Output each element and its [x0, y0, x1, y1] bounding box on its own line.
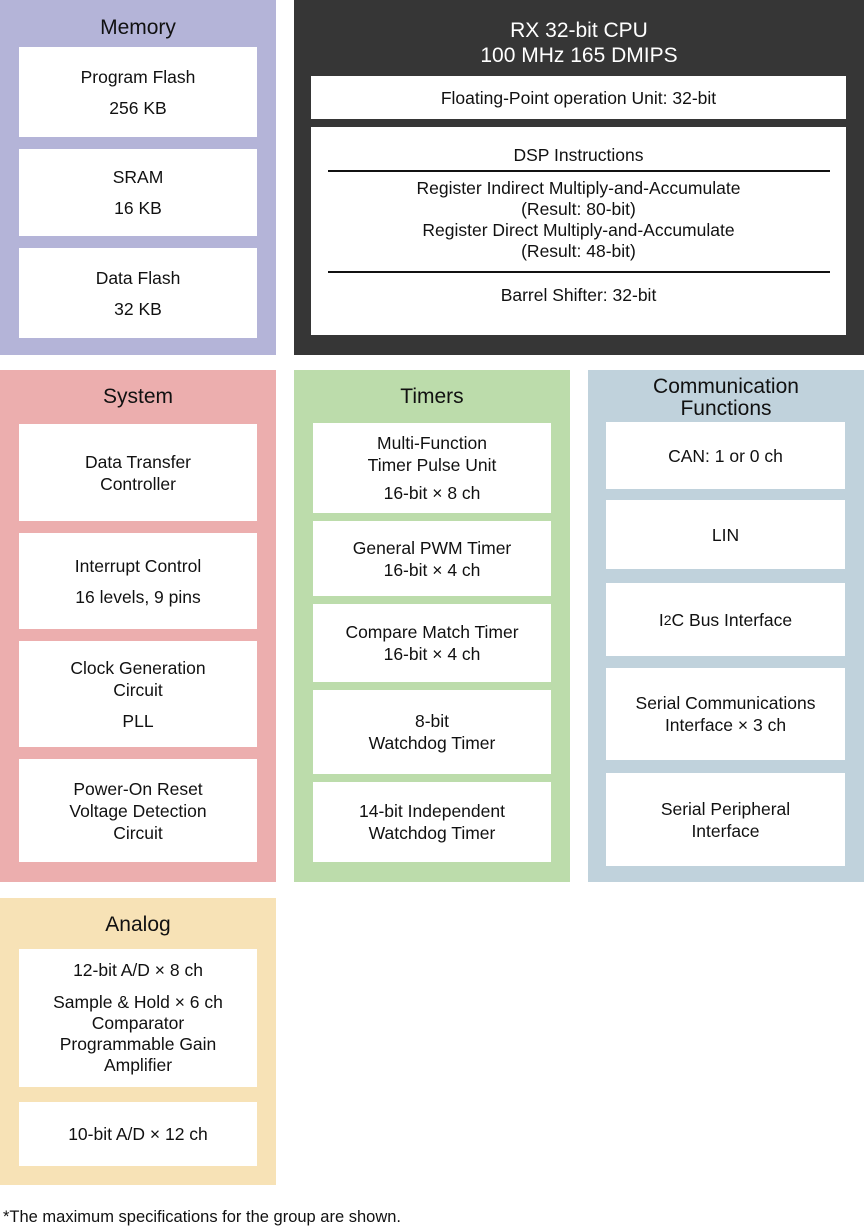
label: LIN [711, 524, 740, 545]
data-flash-block: Data Flash 32 KB [19, 248, 257, 338]
label: CAN: 1 or 0 ch [668, 445, 783, 466]
label: 12-bit A/D × 8 ch [73, 960, 203, 980]
program-flash-block: Program Flash 256 KB [19, 47, 257, 137]
system-title: System [102, 385, 173, 408]
label: Compare Match Timer [345, 622, 519, 642]
label: I [658, 609, 664, 630]
footnote: *The maximum specifications for the grou… [3, 1208, 402, 1226]
lin-block: LIN [606, 500, 845, 569]
label: Clock Generation [70, 657, 206, 678]
label: Timer Pulse Unit [367, 455, 497, 475]
label: Data Flash [95, 267, 181, 288]
timers-title: Timers [400, 385, 464, 408]
label: Data Transfer [84, 451, 192, 472]
label: Comparator [91, 1013, 185, 1033]
comm-group: Communication Functions CAN: 1 or 0 ch L… [588, 370, 864, 882]
value: 16 levels, 9 pins [75, 586, 201, 607]
value: 16-bit × 4 ch [383, 644, 481, 664]
label: Circuit [113, 679, 163, 700]
label: Interface × 3 ch [664, 715, 787, 735]
dsp-block: DSP Instructions Register Indirect Multi… [311, 127, 846, 335]
label: Amplifier [103, 1055, 173, 1075]
dsp-line: (Result: 80-bit) [521, 199, 636, 219]
dsp-footer: Barrel Shifter: 32-bit [500, 285, 657, 305]
label: C Bus Interface [671, 609, 793, 630]
label: SRAM [112, 167, 164, 187]
label: Interrupt Control [74, 555, 202, 576]
label: Watchdog Timer [368, 733, 496, 753]
label: General PWM Timer [352, 537, 512, 558]
dsp-line: (Result: 48-bit) [521, 241, 636, 261]
value: 16 KB [114, 198, 162, 218]
label: Watchdog Timer [368, 823, 496, 843]
memory-group: Memory Program Flash 256 KB SRAM 16 KB Dat… [0, 0, 276, 355]
value: 16-bit × 4 ch [383, 559, 481, 580]
dsp-line: Register Indirect Multiply-and-Accumulat… [416, 178, 741, 198]
comm-title-1: Communication [653, 375, 799, 398]
label: Program Flash [80, 66, 196, 87]
divider [328, 170, 830, 172]
label: Serial Communications [635, 693, 816, 713]
label: Controller [100, 473, 176, 494]
label: Voltage Detection [69, 800, 207, 821]
memory-title: Memory [100, 16, 176, 39]
label: Sample & Hold × 6 ch [53, 992, 223, 1012]
label: Serial Peripheral [660, 798, 791, 819]
divider [328, 271, 830, 273]
label: Multi-Function [377, 433, 487, 453]
cpu-title-2: 100 MHz 165 DMIPS [480, 44, 678, 67]
label: 14-bit Independent [359, 801, 505, 821]
adc10-block: 10-bit A/D × 12 ch [19, 1102, 257, 1166]
value: PLL [122, 710, 154, 731]
dsp-line: Register Direct Multiply-and-Accumulate [422, 220, 735, 240]
analog-group: Analog 12-bit A/D × 8 ch Sample & Hold × … [0, 898, 276, 1185]
dsp-header: DSP Instructions [513, 145, 644, 165]
label: 10-bit A/D × 12 ch [68, 1124, 208, 1144]
value: 256 KB [109, 97, 167, 118]
cpu-group: RX 32-bit CPU 100 MHz 165 DMIPS Floating… [294, 0, 864, 355]
label: Interface [691, 820, 760, 841]
can-block: CAN: 1 or 0 ch [606, 422, 845, 489]
label: Circuit [113, 822, 163, 843]
comm-title-2: Functions [680, 397, 772, 420]
value: 16-bit × 8 ch [383, 483, 481, 503]
sram-block: SRAM 16 KB [19, 149, 257, 236]
label: Programmable Gain [59, 1034, 217, 1054]
label: 8-bit [414, 711, 450, 731]
label: Power-On Reset [73, 778, 203, 799]
value: 32 KB [114, 298, 162, 319]
cpu-title-1: RX 32-bit CPU [510, 19, 648, 42]
interrupt-block: Interrupt Control 16 levels, 9 pins [19, 533, 257, 629]
analog-title: Analog [105, 913, 171, 936]
fpu-block: Floating-Point operation Unit: 32-bit [311, 76, 846, 119]
